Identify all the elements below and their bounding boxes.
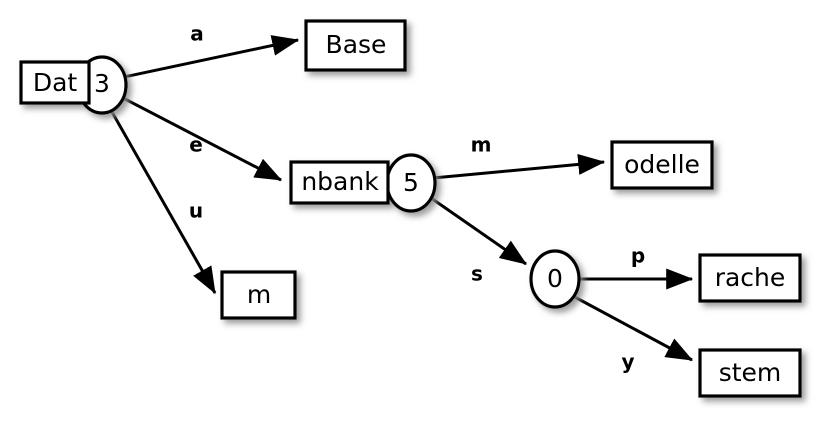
edge-nbank-odelle: m: [432, 133, 606, 180]
edge-label-nbank-odelle: m: [471, 133, 492, 157]
edge-dat-base: a: [123, 22, 300, 79]
node-nbank-shapes: [289, 153, 437, 213]
node-rache-rect: [698, 253, 802, 303]
node-m-rect: [220, 270, 297, 320]
edge-dat-m: u: [110, 111, 217, 295]
edge-line-dat-base: [123, 35, 300, 79]
node-rache[interactable]: rache: [698, 253, 802, 303]
node-nbank-rect-label: nbank: [301, 167, 379, 196]
node-base-label: Base: [326, 30, 387, 59]
edge-label-nbank-zero: s: [471, 262, 483, 286]
node-base[interactable]: Base: [304, 19, 407, 72]
node-stem-label: stem: [719, 358, 782, 387]
edge-label-zero-rache: p: [631, 244, 645, 268]
node-m-label: m: [247, 280, 271, 309]
node-odelle-label: odelle: [624, 150, 700, 179]
node-odelle-rect: [610, 140, 714, 190]
node-nbank-ellipse-label: 5: [403, 168, 419, 197]
node-odelle[interactable]: odelle: [610, 140, 714, 190]
node-dat-ellipse-label: 3: [94, 69, 110, 98]
node-dat[interactable]: Dat 3: [19, 55, 128, 115]
node-nbank-rect: [289, 160, 390, 205]
node-base-rect: [304, 19, 407, 72]
edge-line-nbank-odelle: [432, 153, 606, 180]
edge-dat-nbank: e: [122, 96, 283, 182]
edge-line-zero-stem: [570, 293, 694, 362]
node-stem-rect: [698, 348, 802, 398]
node-dat-rect: [19, 60, 91, 105]
node-zero[interactable]: 0: [529, 249, 581, 309]
edge-label-zero-stem: y: [621, 350, 634, 374]
edge-label-dat-nbank: e: [189, 133, 203, 157]
node-nbank[interactable]: nbank 5: [289, 153, 437, 213]
edge-label-dat-base: a: [190, 22, 204, 46]
node-zero-ellipse: [529, 249, 581, 309]
node-m[interactable]: m: [220, 270, 297, 320]
edge-line-dat-m: [110, 111, 217, 295]
edge-zero-stem: y: [570, 293, 694, 374]
node-zero-label: 0: [547, 264, 563, 293]
edge-line-dat-nbank: [122, 96, 283, 182]
node-dat-rect-label: Dat: [33, 68, 78, 97]
node-dat-shapes: [19, 55, 128, 115]
edge-label-dat-m: u: [189, 199, 203, 223]
edge-zero-rache: p: [578, 244, 694, 290]
node-stem[interactable]: stem: [698, 348, 802, 398]
node-rache-label: rache: [715, 263, 786, 292]
edge-line-nbank-zero: [430, 196, 527, 266]
edge-nbank-zero: s: [430, 196, 527, 286]
